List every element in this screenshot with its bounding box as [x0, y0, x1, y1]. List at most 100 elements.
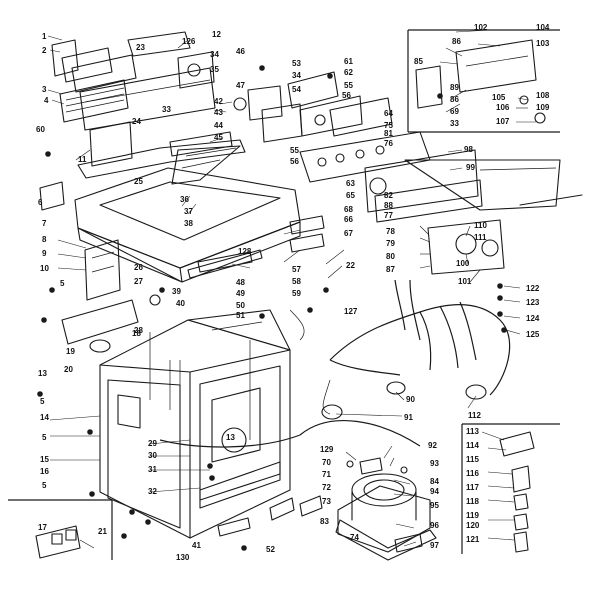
console-panel	[289, 97, 583, 275]
inset-top-right	[407, 29, 560, 133]
callout-16: 16	[40, 467, 49, 476]
callout-46: 46	[236, 47, 245, 56]
control-panel-parts	[51, 31, 363, 185]
callout-64: 64	[384, 109, 393, 118]
callout-41: 41	[192, 541, 201, 550]
motor-assembly	[217, 457, 437, 561]
callout-30: 30	[148, 451, 157, 460]
callout-42: 42	[214, 97, 223, 106]
callout-98: 98	[464, 145, 473, 154]
callout-93: 93	[430, 459, 439, 468]
callout-49: 49	[236, 289, 245, 298]
callout-58: 58	[292, 277, 301, 286]
callout-111: 111	[474, 233, 487, 242]
callout-109: 109	[536, 103, 550, 112]
callout-34: 34	[210, 50, 219, 59]
callout-70: 70	[322, 458, 331, 467]
callout-31: 31	[148, 465, 157, 474]
callout-73: 73	[322, 497, 331, 506]
callout-29: 29	[148, 439, 157, 448]
callout-123: 123	[526, 298, 540, 307]
callout-19: 19	[66, 347, 75, 356]
callout-86: 86	[450, 95, 459, 104]
callout-32: 32	[148, 487, 157, 496]
callout-99: 99	[466, 163, 475, 172]
callout-105: 105	[492, 93, 506, 102]
callout-11: 11	[78, 155, 87, 164]
callout-15: 15	[40, 455, 49, 464]
callout-83: 83	[320, 517, 329, 526]
callout-57: 57	[292, 265, 301, 274]
callout-6: 6	[38, 198, 43, 207]
callout-113: 113	[466, 427, 479, 436]
callout-103: 103	[536, 39, 550, 48]
callout-9: 9	[42, 249, 47, 258]
callout-28: 28	[134, 326, 143, 335]
callout-68: 68	[344, 205, 353, 214]
callout-36: 36	[180, 195, 189, 204]
callout-labels: 1 2 3 4 5 5 5 5 6 7 8 9 10 11 12 13 13 1…	[36, 23, 550, 562]
callout-127: 127	[344, 307, 358, 316]
callout-80: 80	[386, 252, 395, 261]
callout-77: 77	[384, 211, 393, 220]
callout-108: 108	[536, 91, 550, 100]
callout-5: 5	[40, 397, 45, 406]
callout-62: 62	[344, 68, 353, 77]
callout-55: 55	[290, 146, 299, 155]
callout-90: 90	[406, 395, 415, 404]
callout-7: 7	[42, 219, 47, 228]
callout-116: 116	[466, 469, 479, 478]
callout-14: 14	[40, 413, 49, 422]
callout-43: 43	[214, 108, 223, 117]
callout-129: 129	[320, 445, 334, 454]
callout-59: 59	[292, 289, 301, 298]
callout-106: 106	[496, 103, 510, 112]
callout-115: 115	[466, 455, 479, 464]
callout-5: 5	[60, 279, 65, 288]
callout-56: 56	[290, 157, 299, 166]
inset-bottom-left	[8, 499, 113, 560]
callout-122: 122	[526, 284, 540, 293]
callout-45: 45	[214, 133, 223, 142]
callout-27: 27	[134, 277, 143, 286]
callout-95: 95	[430, 501, 439, 510]
callout-39: 39	[172, 287, 181, 296]
callout-118: 118	[466, 497, 479, 506]
callout-110: 110	[474, 221, 487, 230]
callout-96: 96	[430, 521, 439, 530]
callout-74: 74	[350, 533, 359, 542]
callout-72: 72	[322, 483, 331, 492]
bracket-parts	[39, 181, 253, 353]
callout-20: 20	[64, 365, 73, 374]
callout-5: 5	[42, 433, 47, 442]
cabinet	[99, 309, 291, 539]
leader-lines	[47, 29, 536, 549]
callout-60: 60	[36, 125, 45, 134]
callout-47: 47	[236, 81, 245, 90]
callout-75: 75	[384, 121, 393, 130]
callout-114: 114	[466, 441, 479, 450]
callout-81: 81	[384, 129, 393, 138]
callout-53: 53	[292, 59, 301, 68]
callout-100: 100	[456, 259, 470, 268]
callout-119: 119	[466, 511, 479, 520]
callout-79: 79	[386, 239, 395, 248]
callout-87: 87	[386, 265, 395, 274]
callout-76: 76	[384, 139, 393, 148]
callout-22: 22	[346, 261, 355, 270]
callout-104: 104	[536, 23, 550, 32]
callout-67: 67	[344, 229, 353, 238]
top-cover	[74, 167, 301, 283]
callout-5: 5	[42, 481, 47, 490]
fasteners	[37, 65, 507, 551]
wiring-harness	[159, 279, 511, 448]
callout-23: 23	[136, 43, 145, 52]
callout-71: 71	[322, 470, 331, 479]
callout-82: 82	[384, 191, 393, 200]
callout-92: 92	[428, 441, 437, 450]
callout-48: 48	[236, 278, 245, 287]
callout-21: 21	[98, 527, 107, 536]
callout-2: 2	[42, 46, 47, 55]
callout-40: 40	[176, 299, 185, 308]
